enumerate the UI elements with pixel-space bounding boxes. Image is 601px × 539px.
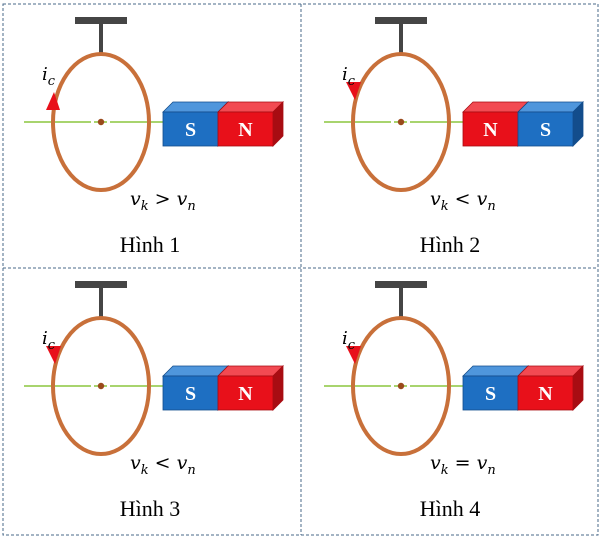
current-label: ic — [342, 328, 356, 353]
current-arrow-down — [46, 346, 61, 364]
north-pole-label: N — [483, 119, 498, 141]
current-label-sub: c — [348, 74, 356, 89]
ring-center-dot — [397, 382, 405, 390]
velocity-left-symbol: v — [430, 452, 441, 474]
current-label-sub: c — [348, 338, 356, 353]
magnet-top-face — [217, 365, 284, 377]
velocity-right-symbol: v — [477, 188, 488, 210]
ring-center-dot — [97, 382, 105, 390]
velocity-left-symbol: v — [430, 188, 441, 210]
current-label: ic — [342, 64, 356, 89]
current-arrow-up — [46, 92, 60, 110]
conducting-ring — [351, 316, 451, 456]
velocity-relation: vk = vn — [430, 452, 496, 478]
hanger-bar — [75, 281, 127, 288]
magnet-pole-far: N — [517, 365, 584, 411]
velocity-relation: vk < vn — [430, 188, 496, 214]
hanger-bar — [375, 281, 427, 288]
current-label-base: i — [42, 64, 48, 85]
magnet-top-face — [462, 101, 529, 113]
current-label-sub: c — [48, 338, 56, 353]
north-pole-label: N — [538, 383, 553, 405]
magnet-front-face — [517, 111, 574, 147]
current-label-base: i — [342, 328, 348, 349]
magnet-top-face — [517, 101, 584, 113]
conducting-ring — [51, 316, 151, 456]
current-label-sub: c — [48, 74, 56, 89]
ring-center-dot — [397, 118, 405, 126]
south-pole-label: S — [485, 383, 496, 405]
current-arrow-down — [346, 82, 361, 100]
magnet-top-face — [217, 101, 284, 113]
velocity-right-symbol: v — [177, 452, 188, 474]
magnet-front-face — [517, 375, 574, 411]
velocity-relation: vk > vn — [130, 188, 196, 214]
hanger-bar — [375, 17, 427, 24]
magnet-top-face — [162, 101, 229, 113]
magnet-top-face — [517, 365, 584, 377]
velocity-right-symbol: v — [477, 452, 488, 474]
velocity-left-sub: k — [141, 199, 149, 214]
south-pole-label: S — [540, 119, 551, 141]
panel-caption: Hình 1 — [120, 232, 181, 257]
magnet-pole-far: S — [517, 101, 584, 147]
velocity-relation-sign: < — [449, 188, 477, 210]
velocity-right-sub: n — [487, 463, 495, 478]
velocity-right-sub: n — [487, 199, 495, 214]
panel-caption: Hình 4 — [420, 496, 481, 521]
magnet-front-face — [217, 111, 274, 147]
velocity-left-symbol: v — [130, 452, 141, 474]
velocity-relation: vk < vn — [130, 452, 196, 478]
velocity-left-symbol: v — [130, 188, 141, 210]
panel-caption: Hình 2 — [420, 232, 481, 257]
ring-center-dot — [97, 118, 105, 126]
velocity-left-sub: k — [441, 199, 449, 214]
south-pole-label: S — [185, 383, 196, 405]
magnet-pole-far: N — [217, 101, 284, 147]
current-arrow-down — [346, 346, 361, 364]
velocity-relation-sign: = — [449, 452, 477, 474]
current-label-base: i — [342, 64, 348, 85]
current-label: ic — [42, 328, 56, 353]
panel-caption: Hình 3 — [120, 496, 181, 521]
north-pole-label: N — [238, 119, 253, 141]
velocity-relation-sign: < — [149, 452, 177, 474]
north-pole-label: N — [238, 383, 253, 405]
conducting-ring — [51, 52, 151, 192]
velocity-right-sub: n — [187, 463, 195, 478]
current-label: ic — [42, 64, 56, 89]
current-label-base: i — [42, 328, 48, 349]
magnet-front-face — [217, 375, 274, 411]
velocity-left-sub: k — [141, 463, 149, 478]
magnet-top-face — [162, 365, 229, 377]
magnet-front-face — [162, 375, 219, 411]
hanger-bar — [75, 17, 127, 24]
magnet-top-face — [462, 365, 529, 377]
conducting-ring — [351, 52, 451, 192]
velocity-right-sub: n — [187, 199, 195, 214]
velocity-left-sub: k — [441, 463, 449, 478]
velocity-right-symbol: v — [177, 188, 188, 210]
south-pole-label: S — [185, 119, 196, 141]
magnet-pole-near: N — [462, 101, 529, 147]
magnet-pole-far: N — [217, 365, 284, 411]
velocity-relation-sign: > — [149, 188, 177, 210]
